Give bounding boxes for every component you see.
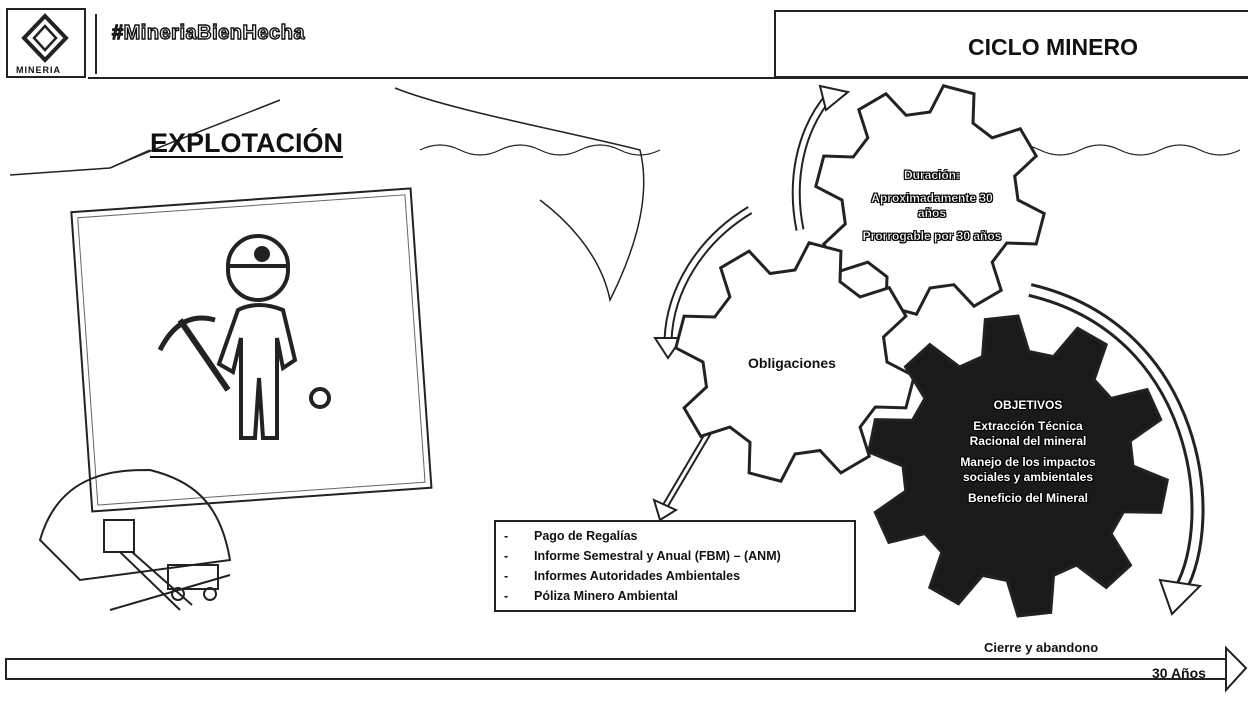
ground-line <box>9 149 151 176</box>
timeline-arrow-head <box>1225 645 1248 693</box>
duracion-approx: Aproximadamente 30 años <box>871 191 993 220</box>
list-item: Informe Semestral y Anual (FBM) – (ANM) <box>504 546 846 566</box>
objetivo-item: Beneficio del Mineral <box>967 491 1089 505</box>
objetivos-heading: OBJETIVOS <box>993 398 1063 412</box>
timeline-bar <box>5 658 1232 680</box>
wave-right <box>999 144 1241 156</box>
logo: MINERIA <box>6 8 86 78</box>
page-title: CICLO MINERO <box>968 34 1138 60</box>
timeline-end-label: Cierre y abandono <box>984 640 1099 655</box>
duracion-prorrogable: Prorrogable por 30 años <box>862 229 1002 243</box>
obligaciones-gear <box>674 241 916 483</box>
objetivo-item: Extracción Técnica Racional del mineral <box>969 419 1087 448</box>
obligaciones-list: Pago de Regalías Informe Semestral y Anu… <box>494 520 856 612</box>
arrow-up-head <box>818 84 851 112</box>
wave-left <box>419 144 661 156</box>
list-item: Póliza Minero Ambiental <box>504 586 846 606</box>
mine-entrance-icon <box>38 468 232 611</box>
list-item: Pago de Regalías <box>504 526 846 546</box>
gear-duracion-shape <box>814 84 1046 316</box>
objetivos-text: OBJETIVOS Extracción Técnica Racional de… <box>948 398 1108 512</box>
gear-oblig-shape <box>674 241 916 483</box>
objetivos-gear <box>866 314 1170 618</box>
timeline-duration-label: 30 Años <box>1152 665 1206 681</box>
hashtag: #MineriaBienHecha <box>111 21 306 44</box>
section-title: EXPLOTACIÓN <box>150 128 344 158</box>
objetivo-item: Manejo de los impactos sociales y ambien… <box>960 455 1096 484</box>
arrow-right-head <box>1158 578 1203 616</box>
miner-icon <box>157 234 331 440</box>
rock-outline <box>394 87 645 303</box>
list-item: Informes Autoridades Ambientales <box>504 566 846 586</box>
obligaciones-label: Obligaciones <box>748 355 836 371</box>
duracion-gear-text: Duración: Aproximadamente 30 años Prorro… <box>862 168 1002 244</box>
duracion-gear <box>814 84 1046 316</box>
gear-obj-shape <box>866 314 1170 618</box>
arrow-down-head <box>652 498 679 522</box>
logo-word: MINERIA <box>16 65 61 75</box>
duracion-label: Duración: <box>903 168 960 182</box>
diamond-logo-icon <box>21 13 69 63</box>
